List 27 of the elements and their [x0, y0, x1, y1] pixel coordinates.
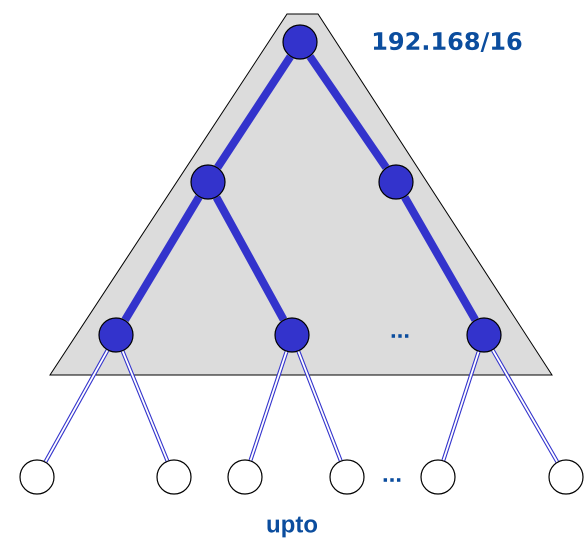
double-line — [44, 349, 110, 463]
host-circle — [156, 459, 192, 495]
text-label: ... — [384, 478, 400, 482]
prefix-label: 192.168/16 — [374, 32, 522, 52]
host-circle — [227, 459, 263, 495]
router-circle — [282, 24, 318, 60]
link-line — [401, 195, 479, 322]
link-line — [122, 195, 202, 322]
host-circle — [420, 459, 456, 495]
double-line — [442, 351, 480, 461]
double-line — [120, 350, 170, 462]
host-circle — [19, 459, 55, 495]
router-circle — [190, 164, 226, 200]
router-circle — [98, 317, 134, 353]
double-line — [491, 349, 559, 463]
router-circle — [378, 164, 414, 200]
double-line — [296, 350, 343, 462]
router-circle — [274, 317, 310, 353]
text-label: upto — [268, 516, 318, 538]
host-circle — [548, 459, 584, 495]
double-line — [248, 351, 288, 461]
host-circle — [329, 459, 365, 495]
link-line — [306, 54, 390, 170]
link-line — [214, 54, 294, 170]
text-label: ... — [392, 334, 408, 338]
router-circle — [466, 317, 502, 353]
link-line — [212, 196, 288, 322]
